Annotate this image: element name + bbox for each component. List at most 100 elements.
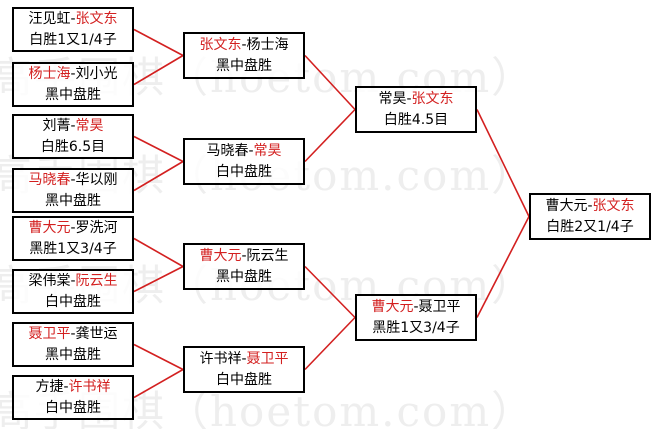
winner-name: 常昊: [253, 142, 282, 159]
player-separator: -: [413, 298, 419, 315]
match-box-m5: 曹大元-罗洗河黑胜1又3/4子: [12, 216, 134, 261]
match-players: 梁伟棠-阮云生: [28, 271, 117, 292]
winner-name: 常昊: [75, 117, 104, 134]
match-box-m6: 梁伟棠-阮云生白中盘胜: [12, 269, 134, 314]
player-separator: -: [63, 378, 69, 395]
player-separator: -: [70, 117, 76, 134]
connector-line: [133, 237, 184, 268]
winner-name: 曹大元: [371, 298, 414, 315]
match-players: 曹大元-聂卫平: [371, 297, 460, 318]
player-separator: -: [241, 350, 247, 367]
player-separator: -: [70, 272, 76, 289]
player-separator: -: [587, 197, 593, 214]
player-name: 马晓春: [206, 142, 249, 159]
match-players: 常昊-张文东: [378, 89, 453, 110]
match-result: 白中盘胜: [45, 399, 101, 416]
player-separator: -: [70, 10, 76, 27]
match-result: 黑胜1又3/4子: [372, 319, 460, 336]
player-name: 刘菁: [42, 117, 71, 134]
player-separator: -: [406, 90, 412, 107]
player-name: 聂卫平: [418, 298, 461, 315]
match-box-q2: 马晓春-常昊白中盘胜: [183, 138, 305, 185]
connector-line: [133, 265, 184, 293]
connector-line: [133, 54, 184, 86]
connector-line: [304, 108, 356, 163]
connector-line: [133, 368, 184, 399]
player-name: 华以刚: [75, 171, 118, 188]
match-box-q4: 许书祥-聂卫平白中盘胜: [183, 346, 305, 393]
match-result: 黑中盘胜: [45, 192, 101, 209]
player-name: 龚世运: [75, 325, 118, 342]
connector-line: [304, 54, 356, 111]
winner-name: 阮云生: [75, 272, 118, 289]
match-result: 黑中盘胜: [216, 268, 272, 285]
player-name: 刘小光: [75, 65, 118, 82]
winner-name: 许书祥: [68, 378, 111, 395]
player-separator: -: [70, 325, 76, 342]
winner-name: 曹大元: [199, 247, 242, 264]
winner-name: 张文东: [199, 36, 242, 53]
winner-name: 杨士海: [28, 65, 71, 82]
match-result: 黑胜1又3/4子: [29, 240, 117, 257]
match-box-q3: 曹大元-阮云生黑中盘胜: [183, 243, 305, 290]
connector-line: [133, 160, 184, 192]
player-name: 常昊: [378, 90, 407, 107]
connector-line: [133, 343, 184, 371]
match-players: 方捷-许书祥: [35, 377, 110, 398]
match-result: 白胜2又1/4子: [546, 218, 634, 235]
match-box-m4: 马晓春-华以刚黑中盘胜: [12, 168, 134, 213]
player-name: 汪见虹: [28, 10, 71, 27]
connector-line: [133, 28, 184, 57]
match-box-m8: 方捷-许书祥白中盘胜: [12, 375, 134, 420]
match-result: 白中盘胜: [45, 293, 101, 310]
winner-name: 张文东: [75, 10, 118, 27]
match-players: 曹大元-阮云生: [199, 246, 288, 267]
player-separator: -: [241, 247, 247, 264]
connector-line: [304, 316, 356, 371]
match-result: 白胜1又1/4子: [29, 31, 117, 48]
winner-name: 曹大元: [28, 219, 71, 236]
match-players: 刘菁-常昊: [42, 116, 103, 137]
player-separator: -: [70, 65, 76, 82]
winner-name: 聂卫平: [28, 325, 71, 342]
player-name: 曹大元: [545, 197, 588, 214]
match-players: 马晓春-华以刚: [28, 170, 117, 191]
match-box-s1: 常昊-张文东白胜4.5目: [355, 86, 477, 133]
connector-line: [476, 216, 530, 318]
player-name: 梁伟棠: [28, 272, 71, 289]
player-name: 罗洗河: [75, 219, 118, 236]
winner-name: 张文东: [592, 197, 635, 214]
player-separator: -: [241, 36, 247, 53]
connector-line: [476, 109, 530, 217]
match-result: 白胜6.5目: [40, 138, 106, 155]
match-players: 曹大元-张文东: [545, 196, 634, 217]
winner-name: 聂卫平: [246, 350, 289, 367]
match-box-s2: 曹大元-聂卫平黑胜1又3/4子: [355, 294, 477, 341]
match-players: 许书祥-聂卫平: [199, 349, 288, 370]
match-result: 黑中盘胜: [45, 346, 101, 363]
connector-line: [133, 135, 184, 163]
match-box-f1: 曹大元-张文东白胜2又1/4子: [529, 193, 651, 240]
match-result: 黑中盘胜: [216, 57, 272, 74]
winner-name: 马晓春: [28, 171, 71, 188]
player-name: 阮云生: [246, 247, 289, 264]
player-name: 许书祥: [199, 350, 242, 367]
player-name: 方捷: [35, 378, 64, 395]
match-players: 曹大元-罗洗河: [28, 218, 117, 239]
match-box-m1: 汪见虹-张文东白胜1又1/4子: [12, 7, 134, 52]
match-players: 杨士海-刘小光: [28, 64, 117, 85]
match-box-m7: 聂卫平-龚世运黑中盘胜: [12, 322, 134, 367]
player-separator: -: [70, 171, 76, 188]
match-result: 黑中盘胜: [45, 86, 101, 103]
match-box-m2: 杨士海-刘小光黑中盘胜: [12, 62, 134, 107]
match-players: 张文东-杨士海: [199, 35, 288, 56]
player-separator: -: [70, 219, 76, 236]
match-box-q1: 张文东-杨士海黑中盘胜: [183, 32, 305, 79]
match-result: 白胜4.5目: [383, 111, 449, 128]
match-players: 聂卫平-龚世运: [28, 324, 117, 345]
winner-name: 张文东: [411, 90, 454, 107]
match-players: 汪见虹-张文东: [28, 9, 117, 30]
match-result: 白中盘胜: [216, 163, 272, 180]
match-box-m3: 刘菁-常昊白胜6.5目: [12, 114, 134, 159]
connector-line: [304, 265, 356, 319]
